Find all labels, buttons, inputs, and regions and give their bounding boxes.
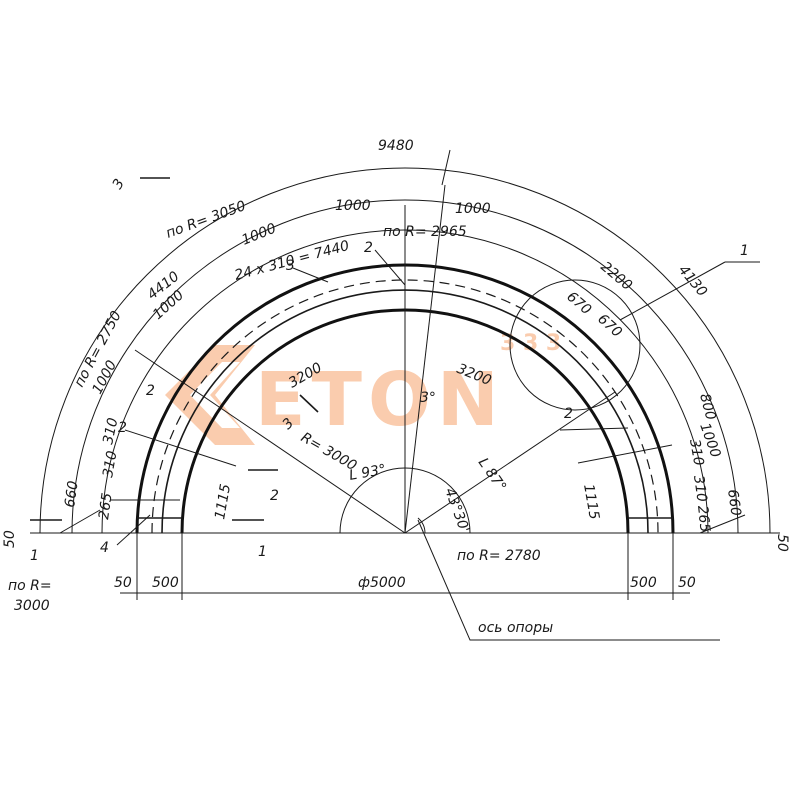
arch-geometry (30, 149, 780, 641)
dim-1115-right: 1115 (580, 483, 602, 521)
axis-label: ось опоры (478, 620, 553, 636)
dim-r3000-left-2: 3000 (14, 598, 50, 614)
section-3-top: 3 (110, 176, 128, 192)
dim-50-bottom-right: 50 (678, 575, 696, 591)
callout-1-top: 1 (740, 243, 749, 259)
angle-arc-small (417, 517, 426, 534)
callout-3-top: 3 (286, 258, 295, 274)
axis-leader (417, 519, 720, 641)
ext-right-660 (699, 514, 746, 534)
callout-2-left: 2 (146, 383, 155, 399)
dim-800: 800 (696, 392, 718, 422)
section-marker-3-mid (299, 394, 319, 413)
dim-310-right-2: 310 (690, 474, 710, 503)
radial-left (134, 349, 406, 534)
callout-2-right: 2 (564, 406, 573, 422)
radial-3deg (404, 184, 446, 534)
dim-265-left: 265 (96, 492, 116, 521)
watermark: ETON 3 3 3 (165, 331, 561, 445)
dim-500-right: 500 (630, 575, 657, 591)
dim-50-left-side: 50 (2, 530, 18, 548)
dim-660-right: 660 (724, 488, 744, 517)
callout-1-leader (619, 261, 726, 321)
dim-r2780: по R= 2780 (457, 548, 541, 564)
dim-angle3: 3° (420, 390, 436, 406)
dim-angle93: L 93° (348, 462, 387, 484)
callout-4-leader (116, 514, 151, 546)
dim-310-left-2: 310 (100, 416, 121, 446)
dim-310-right-1: 310 (686, 438, 706, 467)
dim-5000: ф5000 (358, 575, 406, 591)
dim-r3000-left-1: по R= (8, 578, 52, 594)
detail-circle (509, 279, 641, 411)
dim-9480: 9480 (378, 138, 414, 154)
radial-right (404, 391, 616, 534)
watermark-brand: ETON (255, 357, 505, 443)
dim-50-bottom-left: 50 (114, 575, 132, 591)
dim-r2965: по R= 2965 (383, 224, 467, 240)
angle-arc-big (339, 467, 471, 534)
chord-right-2 (559, 427, 629, 431)
dim-arc-9480 (39, 167, 771, 534)
dim-265-right: 265 (694, 505, 713, 533)
dim-r3050: по R= 3050 (164, 198, 248, 242)
callout-2-top-leader (374, 249, 406, 286)
dim-310-left-1: 310 (100, 450, 120, 479)
chord-left (124, 429, 237, 467)
callout-2-left-b: 2 (118, 420, 127, 436)
callout-3-top-leader (292, 267, 329, 283)
dim-1000-b: 1000 (455, 201, 491, 217)
section-1-mid: 1 (258, 544, 267, 560)
dim-50-right-side: 50 (774, 534, 790, 552)
ext-left-660 (59, 509, 101, 534)
dim-1000-a: 1000 (335, 198, 371, 214)
dim-2200: 2200 (597, 259, 635, 294)
dim-500-left: 500 (152, 575, 179, 591)
section-1-left: 1 (30, 548, 39, 564)
ext-top (441, 149, 451, 186)
section-2: 2 (270, 488, 279, 504)
dim-1000-c: 1000 (240, 220, 279, 248)
dim-angle87: L 87° (475, 455, 509, 495)
chord-right (577, 444, 673, 464)
dim-660-left: 660 (62, 480, 82, 509)
callout-2-top: 2 (364, 240, 373, 256)
dim-1115-left: 1115 (212, 483, 234, 521)
dim-4130: 4130 (675, 262, 710, 300)
callout-4: 4 (100, 540, 109, 556)
dim-arc-4410-4130 (71, 199, 739, 534)
dim-670-b: 670 (594, 311, 625, 341)
dim-angle4330: 43°30' (441, 486, 472, 535)
